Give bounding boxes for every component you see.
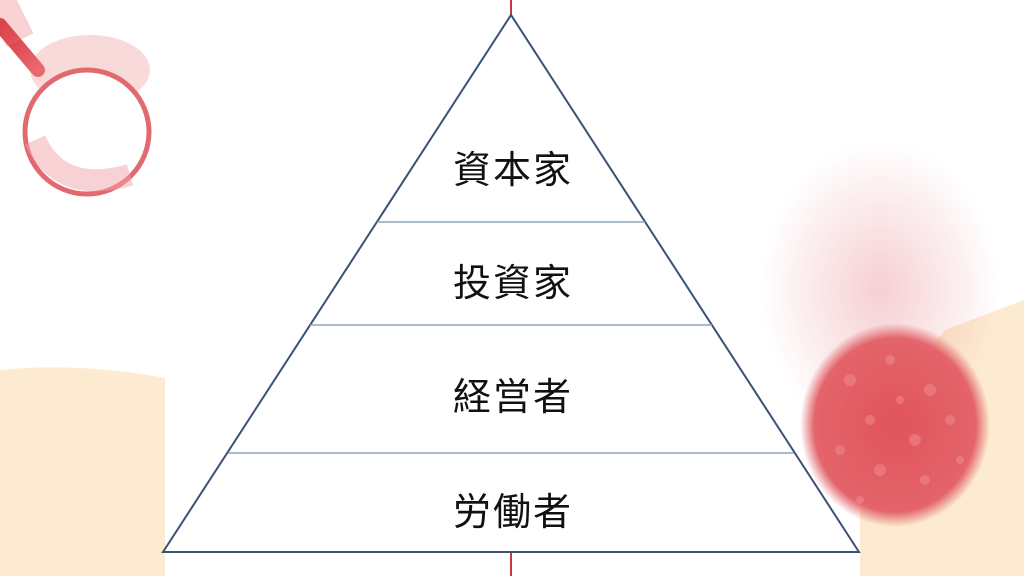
flower-cluster-icon bbox=[800, 323, 990, 527]
pyramid-level-manager: 経営者 bbox=[452, 375, 573, 419]
pyramid-level-capitalist: 資本家 bbox=[452, 148, 573, 192]
pyramid-level-investor: 投資家 bbox=[452, 261, 573, 305]
magnifying-glass-icon bbox=[0, 0, 152, 197]
pyramid-outline bbox=[161, 13, 861, 553]
beige-shape-left bbox=[0, 367, 165, 576]
pyramid-level-worker: 労働者 bbox=[452, 490, 573, 534]
